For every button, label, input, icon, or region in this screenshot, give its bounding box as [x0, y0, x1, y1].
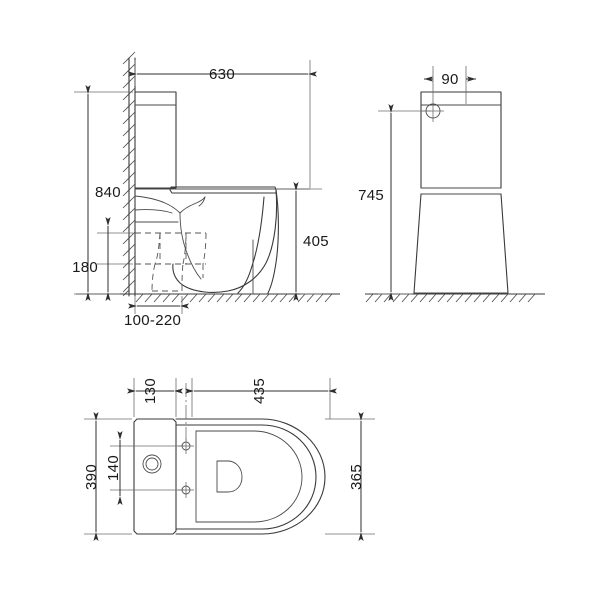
bowl-side-profile [172, 189, 279, 294]
wall-symbol [122, 51, 136, 297]
dimension-745: 745 [358, 104, 431, 301]
front-elevation-view: 90 745 [358, 66, 545, 303]
dimension-140: 140 [105, 431, 184, 505]
side-elevation-view: 630 840 180 405 100-220 [72, 51, 340, 329]
dimension-130: 130 [127, 378, 183, 417]
dimension-100-220: 100-220 [124, 296, 189, 329]
cistern-plan-outline [133, 418, 177, 535]
bowl-plan-outer [175, 418, 326, 535]
dimension-label-365: 365 [348, 464, 365, 490]
bowl-plan-inner-seat [195, 430, 303, 523]
dimension-label-840: 840 [95, 184, 121, 201]
flush-opening-d-shape [216, 460, 243, 493]
wall-hatching [122, 51, 136, 297]
dimension-390: 390 [83, 412, 132, 541]
dimension-435: 435 [185, 378, 337, 419]
dimension-label-630: 630 [209, 66, 235, 83]
cistern-side-outline [134, 91, 177, 189]
dimension-label-405: 405 [303, 233, 329, 250]
dimension-label-100-220: 100-220 [124, 312, 181, 329]
dimension-180: 180 [72, 217, 133, 301]
hidden-trap-outline [135, 232, 207, 292]
dimension-label-140: 140 [105, 455, 122, 481]
bowl-inner-detail-side [134, 195, 206, 280]
cistern-front-outline [420, 91, 502, 195]
dimension-365: 365 [325, 412, 375, 541]
dimension-label-390: 390 [83, 464, 100, 490]
dimension-405: 405 [276, 182, 329, 301]
pedestal-front-outline [413, 193, 509, 294]
inlet-port-icon [142, 454, 162, 474]
plan-view: 130 435 390 140 365 [83, 378, 375, 541]
dimension-label-130: 130 [142, 378, 159, 404]
dimension-840: 840 [74, 85, 133, 301]
dimension-90: 90 [424, 66, 476, 104]
dimension-label-180: 180 [72, 259, 98, 276]
dimension-label-745: 745 [358, 187, 384, 204]
dimension-label-435: 435 [251, 378, 268, 404]
dimension-630: 630 [128, 60, 317, 188]
dimension-label-90: 90 [441, 71, 458, 88]
